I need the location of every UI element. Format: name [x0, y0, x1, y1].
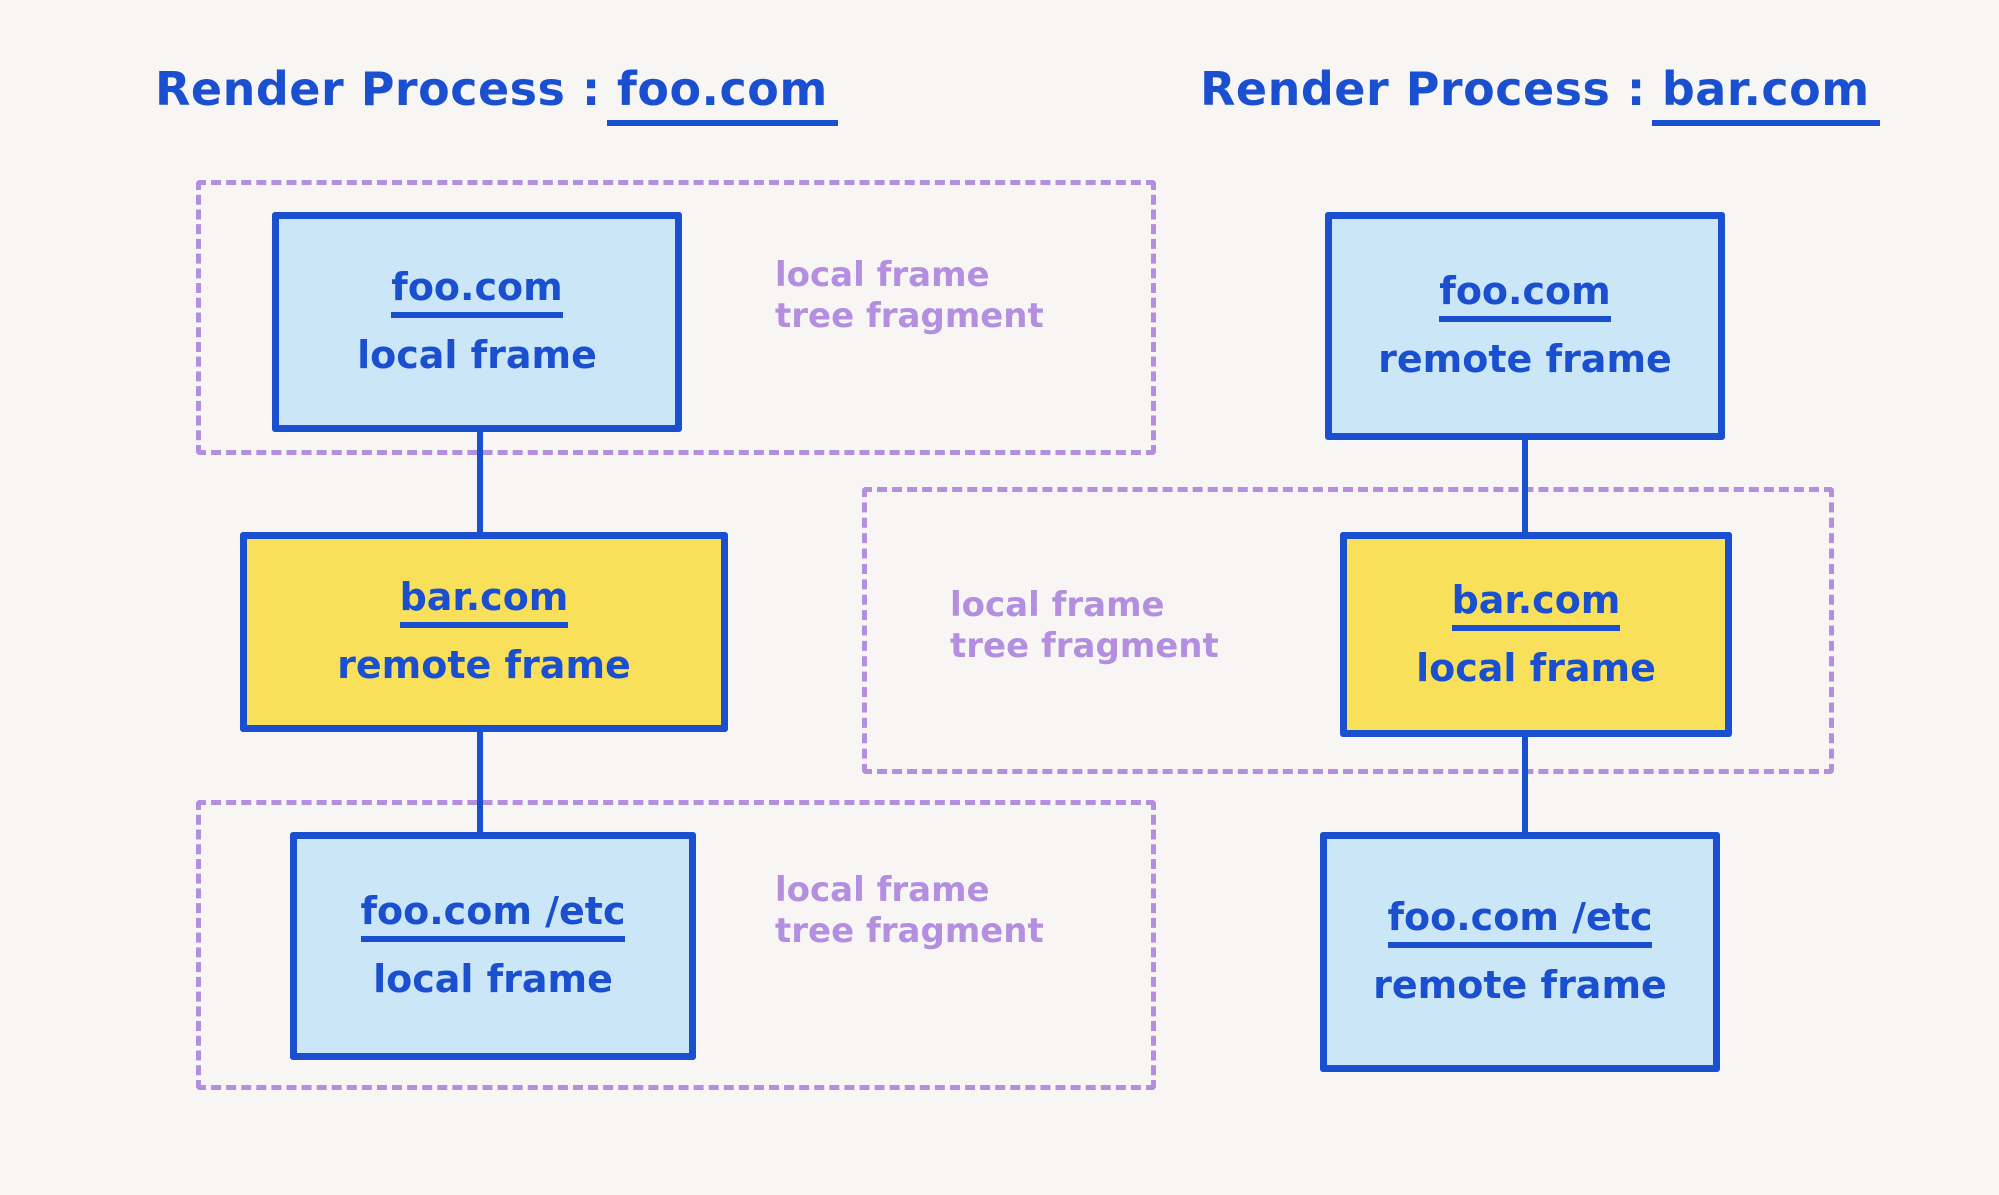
render-process-label-foo: Render Process : — [155, 62, 601, 116]
local-frame-tree-fragment-group-right-middle — [862, 487, 1834, 774]
render-process-origin-foo: foo.com — [606, 52, 844, 130]
frame-box-kind: local frame — [357, 333, 597, 377]
frame-box-url: bar.com — [399, 577, 569, 628]
frame-box-url: foo.com — [1439, 271, 1611, 322]
connector-left-2 — [477, 732, 483, 832]
frame-box-left-fooetc-local[interactable]: foo.com /etc local frame — [290, 832, 696, 1060]
frame-box-url: foo.com — [391, 267, 563, 318]
render-process-label-bar: Render Process : — [1200, 62, 1646, 116]
frame-box-url: foo.com /etc — [1387, 897, 1653, 948]
local-frame-tree-fragment-group-left-bottom — [196, 800, 1156, 1090]
frame-box-right-fooetc-remote[interactable]: foo.com /etc remote frame — [1320, 832, 1720, 1072]
fragment-label-left-top: local frame tree fragment — [775, 255, 1044, 337]
fragment-label-right-middle: local frame tree fragment — [950, 585, 1219, 667]
frame-box-right-bar-local[interactable]: bar.com local frame — [1340, 532, 1732, 737]
render-process-origin-bar: bar.com — [1651, 52, 1886, 130]
render-process-heading-foo: Render Process :foo.com — [155, 52, 844, 130]
frame-box-kind: remote frame — [1378, 337, 1672, 381]
connector-left-1 — [477, 432, 483, 532]
frame-box-left-foo-local[interactable]: foo.com local frame — [272, 212, 682, 432]
frame-box-kind: remote frame — [1373, 963, 1667, 1007]
frame-box-kind: remote frame — [337, 643, 631, 687]
fragment-label-left-bottom: local frame tree fragment — [775, 870, 1044, 952]
connector-right-1 — [1522, 440, 1528, 540]
frame-box-url: bar.com — [1451, 580, 1621, 631]
frame-box-kind: local frame — [373, 957, 613, 1001]
connector-right-2 — [1522, 737, 1528, 837]
render-process-heading-bar: Render Process :bar.com — [1200, 52, 1886, 130]
frame-box-left-bar-remote[interactable]: bar.com remote frame — [240, 532, 728, 732]
local-frame-tree-fragment-group-left-top — [196, 180, 1156, 455]
frame-box-url: foo.com /etc — [360, 891, 626, 942]
frame-box-kind: local frame — [1416, 645, 1656, 690]
frame-box-right-foo-remote[interactable]: foo.com remote frame — [1325, 212, 1725, 440]
